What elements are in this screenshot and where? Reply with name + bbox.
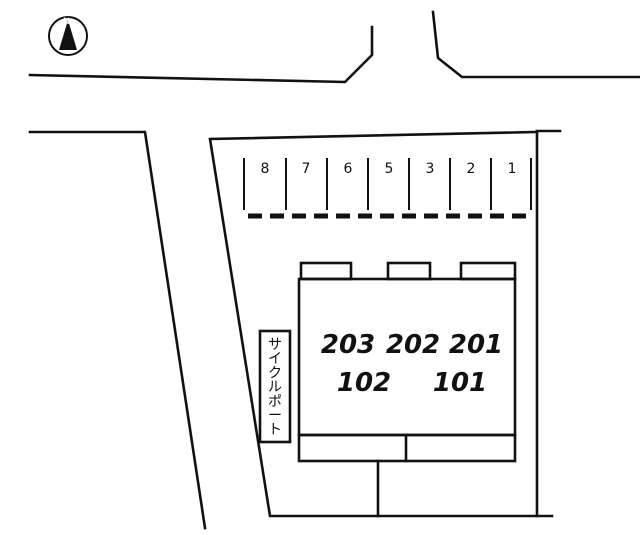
parking-slot-numbers: 8 7 6 5 3 2 1	[261, 161, 517, 177]
parking-slot-2: 2	[467, 161, 476, 177]
cycle-port: サイクルポート	[258, 329, 292, 444]
balcony-left	[299, 261, 353, 281]
unit-102: 102	[337, 368, 391, 398]
parking-slot-8: 8	[261, 161, 270, 177]
parking-slot-lines	[243, 158, 532, 210]
north-label: N	[63, 17, 70, 27]
parking-slot-3: 3	[426, 161, 435, 177]
unit-202: 202	[386, 330, 440, 360]
balcony-center	[386, 261, 432, 281]
unit-201: 201	[449, 330, 503, 360]
north-arrow-icon: N	[48, 16, 88, 56]
lot-boundary-right	[535, 129, 562, 518]
road-edge-left	[28, 130, 207, 530]
parking-slot-1: 1	[508, 161, 517, 177]
lot-boundary	[208, 130, 554, 518]
road-edge-top-right	[431, 10, 640, 79]
parking-slot-7: 7	[302, 161, 311, 177]
parking-slot-6: 6	[344, 161, 353, 177]
unit-101: 101	[433, 368, 487, 398]
balcony-right	[459, 261, 517, 281]
parking-slot-5: 5	[385, 161, 394, 177]
road-edge-top-left	[28, 25, 374, 84]
building: 203 202 201 102 101	[297, 261, 517, 518]
cycle-port-box	[258, 329, 292, 444]
unit-203: 203	[321, 330, 375, 360]
cycle-port-label: サイクルポート	[268, 337, 282, 438]
